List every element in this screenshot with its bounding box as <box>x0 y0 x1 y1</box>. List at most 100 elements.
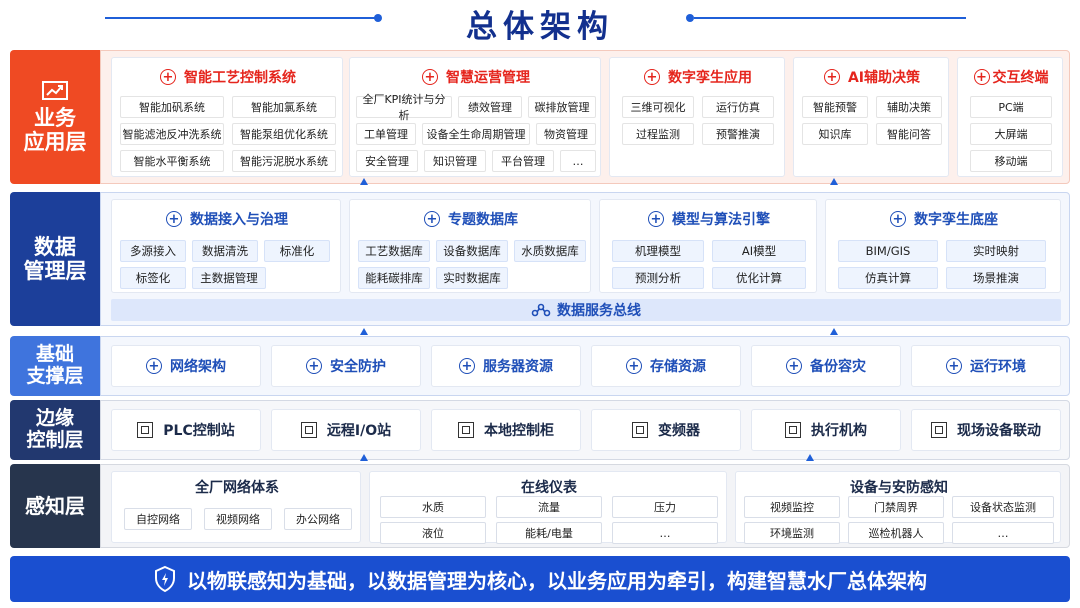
list-item: 实时映射 <box>946 240 1046 262</box>
edge-layer-label: 边缘 控制层 <box>10 400 100 460</box>
list-item: PC端 <box>970 96 1052 118</box>
data-layer-body: +数据接入与治理 多源接入 数据清洗 标准化 标签化 主数据管理 +专题数据库 … <box>100 192 1070 326</box>
list-item: 知识库 <box>802 123 868 145</box>
list-item: … <box>952 522 1054 544</box>
perception-section-network: 全厂网络体系 自控网络 视频网络 办公网络 <box>111 471 361 543</box>
business-label-line1: 业务 <box>34 105 76 130</box>
business-section-operations: +智慧运营管理 全厂KPI统计与分析 绩效管理 碳排放管理 工单管理 设备全生命… <box>349 57 601 177</box>
support-item: +运行环境 <box>911 345 1061 387</box>
business-section-title: +智慧运营管理 <box>350 66 602 88</box>
data-section-title: +专题数据库 <box>350 208 592 230</box>
device-square-icon <box>785 422 801 438</box>
edge-item: 远程I/O站 <box>271 409 421 451</box>
plus-circle-icon: + <box>459 358 475 374</box>
list-item: AI模型 <box>712 240 806 262</box>
support-label-line1: 基础 <box>35 343 74 366</box>
title-dot-left <box>374 14 382 22</box>
business-layer-label: 业务 应用层 <box>10 50 100 184</box>
data-section-title: +数据接入与治理 <box>112 208 342 230</box>
list-item: 碳排放管理 <box>528 96 596 118</box>
plus-circle-icon: + <box>160 69 176 85</box>
list-item: 场景推演 <box>946 267 1046 289</box>
list-item: 绩效管理 <box>458 96 522 118</box>
title-dot-right <box>686 14 694 22</box>
edge-item: 现场设备联动 <box>911 409 1061 451</box>
list-item: 视频监控 <box>744 496 840 518</box>
perception-layer-label: 感知层 <box>10 464 100 548</box>
title-line-left <box>105 17 375 19</box>
list-item: 智能污泥脱水系统 <box>232 150 336 172</box>
edge-item: 变频器 <box>591 409 741 451</box>
plus-circle-icon: + <box>823 69 840 85</box>
plus-circle-icon: + <box>786 358 802 374</box>
list-item: 智能加矾系统 <box>120 96 224 118</box>
list-item: 主数据管理 <box>192 267 266 289</box>
arrow-up-icon <box>360 328 368 335</box>
device-square-icon <box>931 422 947 438</box>
list-item: 智能滤池反冲洗系统 <box>120 123 224 145</box>
list-item: 仿真计算 <box>838 267 938 289</box>
plus-circle-icon: + <box>166 211 182 227</box>
plus-circle-icon: + <box>424 211 440 227</box>
list-item: 视频网络 <box>204 508 272 530</box>
plus-circle-icon: + <box>648 211 664 227</box>
list-item: 能耗碳排库 <box>358 267 430 289</box>
plus-circle-icon: + <box>973 69 990 85</box>
perception-label: 感知层 <box>25 493 85 518</box>
data-section-database: +专题数据库 工艺数据库 设备数据库 水质数据库 能耗碳排库 实时数据库 <box>349 199 591 293</box>
list-item: 多源接入 <box>120 240 186 262</box>
data-section-title: +模型与算法引擎 <box>600 208 818 230</box>
list-item: 环境监测 <box>744 522 840 544</box>
list-item: 知识管理 <box>424 150 486 172</box>
list-item: 水质数据库 <box>514 240 586 262</box>
plus-circle-icon: + <box>644 69 660 85</box>
device-square-icon <box>137 422 154 438</box>
support-label-line2: 支撑层 <box>26 365 84 387</box>
list-item: 过程监测 <box>622 123 694 145</box>
list-item: 三维可视化 <box>622 96 694 118</box>
support-item: +存储资源 <box>591 345 741 387</box>
list-item: 预警推演 <box>702 123 774 145</box>
list-item: 液位 <box>380 522 486 544</box>
bus-label: 数据服务总线 <box>557 303 641 319</box>
list-item: 巡检机器人 <box>848 522 944 544</box>
list-item: 安全管理 <box>356 150 418 172</box>
arrow-up-icon <box>830 328 838 335</box>
list-item: 平台管理 <box>492 150 554 172</box>
business-section-process-control: +智能工艺控制系统 智能加矾系统 智能加氯系统 智能滤池反冲洗系统 智能泵组优化… <box>111 57 343 177</box>
list-item: 优化计算 <box>712 267 806 289</box>
list-item: 辅助决策 <box>876 96 942 118</box>
perception-section-title: 在线仪表 <box>521 480 577 496</box>
business-section-terminals: +交互终端 PC端 大屏端 移动端 <box>957 57 1063 177</box>
arrow-up-icon <box>806 454 814 461</box>
support-item: +安全防护 <box>271 345 421 387</box>
data-layer-label: 数据 管理层 <box>10 192 100 326</box>
plus-circle-icon: + <box>422 69 438 85</box>
support-layer-label: 基础 支撑层 <box>10 336 100 396</box>
shield-lightning-icon <box>155 565 175 593</box>
data-section-models: +模型与算法引擎 机理模型 AI模型 预测分析 优化计算 <box>599 199 817 293</box>
list-item: 办公网络 <box>284 508 352 530</box>
arrow-up-icon <box>830 178 838 185</box>
data-section-access: +数据接入与治理 多源接入 数据清洗 标准化 标签化 主数据管理 <box>111 199 341 293</box>
list-item: 智能加氯系统 <box>232 96 336 118</box>
data-label-line2: 管理层 <box>23 259 87 283</box>
list-item: 智能泵组优化系统 <box>232 123 336 145</box>
edge-item: 本地控制柜 <box>431 409 581 451</box>
device-square-icon <box>632 422 648 438</box>
business-section-title: +AI辅助决策 <box>794 66 950 88</box>
footer-banner: 以物联感知为基础，以数据管理为核心，以业务应用为牵引，构建智慧水厂总体架构 <box>10 556 1070 602</box>
list-item: 标准化 <box>264 240 330 262</box>
business-section-digital-twin: +数字孪生应用 三维可视化 运行仿真 过程监测 预警推演 <box>609 57 785 177</box>
list-item: 机理模型 <box>612 240 704 262</box>
list-item: 物资管理 <box>536 123 596 145</box>
plus-circle-icon: + <box>146 358 162 374</box>
plus-circle-icon: + <box>626 358 642 374</box>
title-line-right <box>694 17 966 19</box>
business-section-ai-decision: +AI辅助决策 智能预警 辅助决策 知识库 智能问答 <box>793 57 949 177</box>
page-title: 总体架构 <box>0 0 1080 46</box>
business-section-title: +数字孪生应用 <box>610 66 786 88</box>
list-item: 移动端 <box>970 150 1052 172</box>
data-section-title: +数字孪生底座 <box>826 208 1062 230</box>
business-section-title: +交互终端 <box>958 66 1064 88</box>
